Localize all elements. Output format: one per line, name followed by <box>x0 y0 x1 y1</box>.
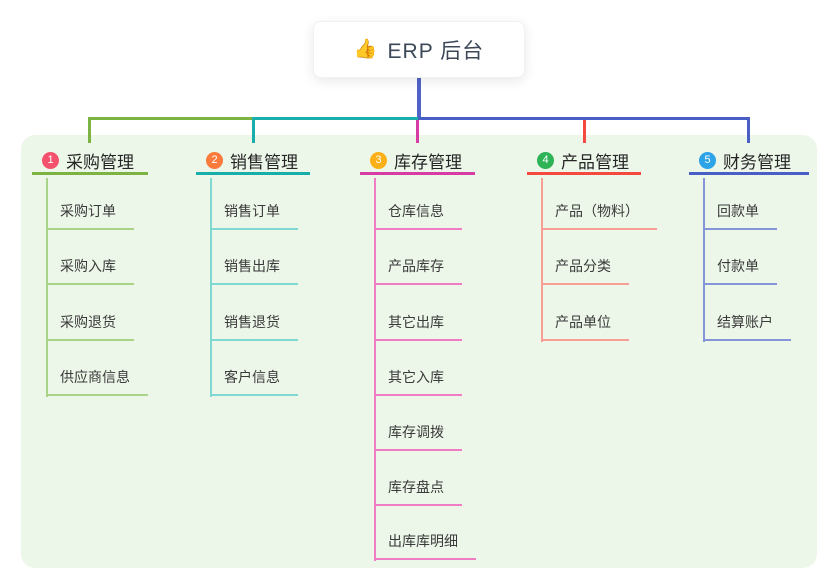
node-sales-return[interactable]: 销售退货 <box>210 313 298 341</box>
node-settlement-account[interactable]: 结算账户 <box>703 313 791 341</box>
connector-drop-sales <box>252 117 255 143</box>
node-sales-order[interactable]: 销售订单 <box>210 202 298 230</box>
node-product-material[interactable]: 产品（物料） <box>541 202 657 230</box>
branch-spine-line <box>210 178 212 397</box>
node-purchase-order[interactable]: 采购订单 <box>46 202 134 230</box>
node-product-unit[interactable]: 产品单位 <box>541 313 629 341</box>
node-customer-info[interactable]: 客户信息 <box>210 368 298 396</box>
branch-label: 财务管理 <box>723 153 791 172</box>
branch-label: 采购管理 <box>66 153 134 172</box>
branch-number-badge: 3 <box>370 152 387 169</box>
connector-drop-finance <box>747 117 750 143</box>
node-receipt-doc[interactable]: 回款单 <box>703 202 777 230</box>
node-warehouse-info[interactable]: 仓库信息 <box>374 202 462 230</box>
connector-root-stem <box>417 78 421 120</box>
node-product-category[interactable]: 产品分类 <box>541 257 629 285</box>
connector-bus-finance <box>418 117 750 120</box>
branch-number-badge: 2 <box>206 152 223 169</box>
branch-number-badge: 5 <box>699 152 716 169</box>
node-outbound-detail[interactable]: 出库库明细 <box>374 532 476 560</box>
node-sales-outbound[interactable]: 销售出库 <box>210 257 298 285</box>
branch-spine-line <box>703 178 705 342</box>
node-stock-transfer[interactable]: 库存调拨 <box>374 423 462 451</box>
branch-node-product[interactable]: 4 产品管理 <box>527 149 641 175</box>
branch-node-inventory[interactable]: 3 库存管理 <box>360 149 475 175</box>
connector-bus-sales <box>252 117 418 120</box>
branch-number-badge: 4 <box>537 152 554 169</box>
branch-spine-line <box>541 178 543 342</box>
node-payment-doc[interactable]: 付款单 <box>703 257 777 285</box>
branch-number-badge: 1 <box>42 152 59 169</box>
branch-label: 库存管理 <box>394 153 462 172</box>
branch-label: 销售管理 <box>230 153 298 172</box>
connector-drop-inventory <box>416 120 419 143</box>
node-purchase-return[interactable]: 采购退货 <box>46 313 134 341</box>
branch-node-finance[interactable]: 5 财务管理 <box>689 149 809 175</box>
connector-bus-purchase <box>88 117 252 120</box>
node-product-stock[interactable]: 产品库存 <box>374 257 462 285</box>
root-node-label: ERP 后台 <box>387 39 485 63</box>
branch-spine-line <box>46 178 48 397</box>
node-purchase-inbound[interactable]: 采购入库 <box>46 257 134 285</box>
branch-label: 产品管理 <box>561 153 629 172</box>
thumbs-up-icon: 👍 <box>353 39 378 60</box>
branch-node-sales[interactable]: 2 销售管理 <box>196 149 310 175</box>
branch-node-purchase[interactable]: 1 采购管理 <box>32 149 148 175</box>
node-other-inbound[interactable]: 其它入库 <box>374 368 462 396</box>
root-node[interactable]: 👍 ERP 后台 <box>313 21 525 78</box>
node-supplier-info[interactable]: 供应商信息 <box>46 368 148 396</box>
branch-spine-line <box>374 178 376 561</box>
background-panel <box>21 135 817 568</box>
connector-drop-purchase <box>88 117 91 143</box>
connector-drop-product <box>583 120 586 143</box>
node-other-outbound[interactable]: 其它出库 <box>374 313 462 341</box>
node-stock-taking[interactable]: 库存盘点 <box>374 478 462 506</box>
